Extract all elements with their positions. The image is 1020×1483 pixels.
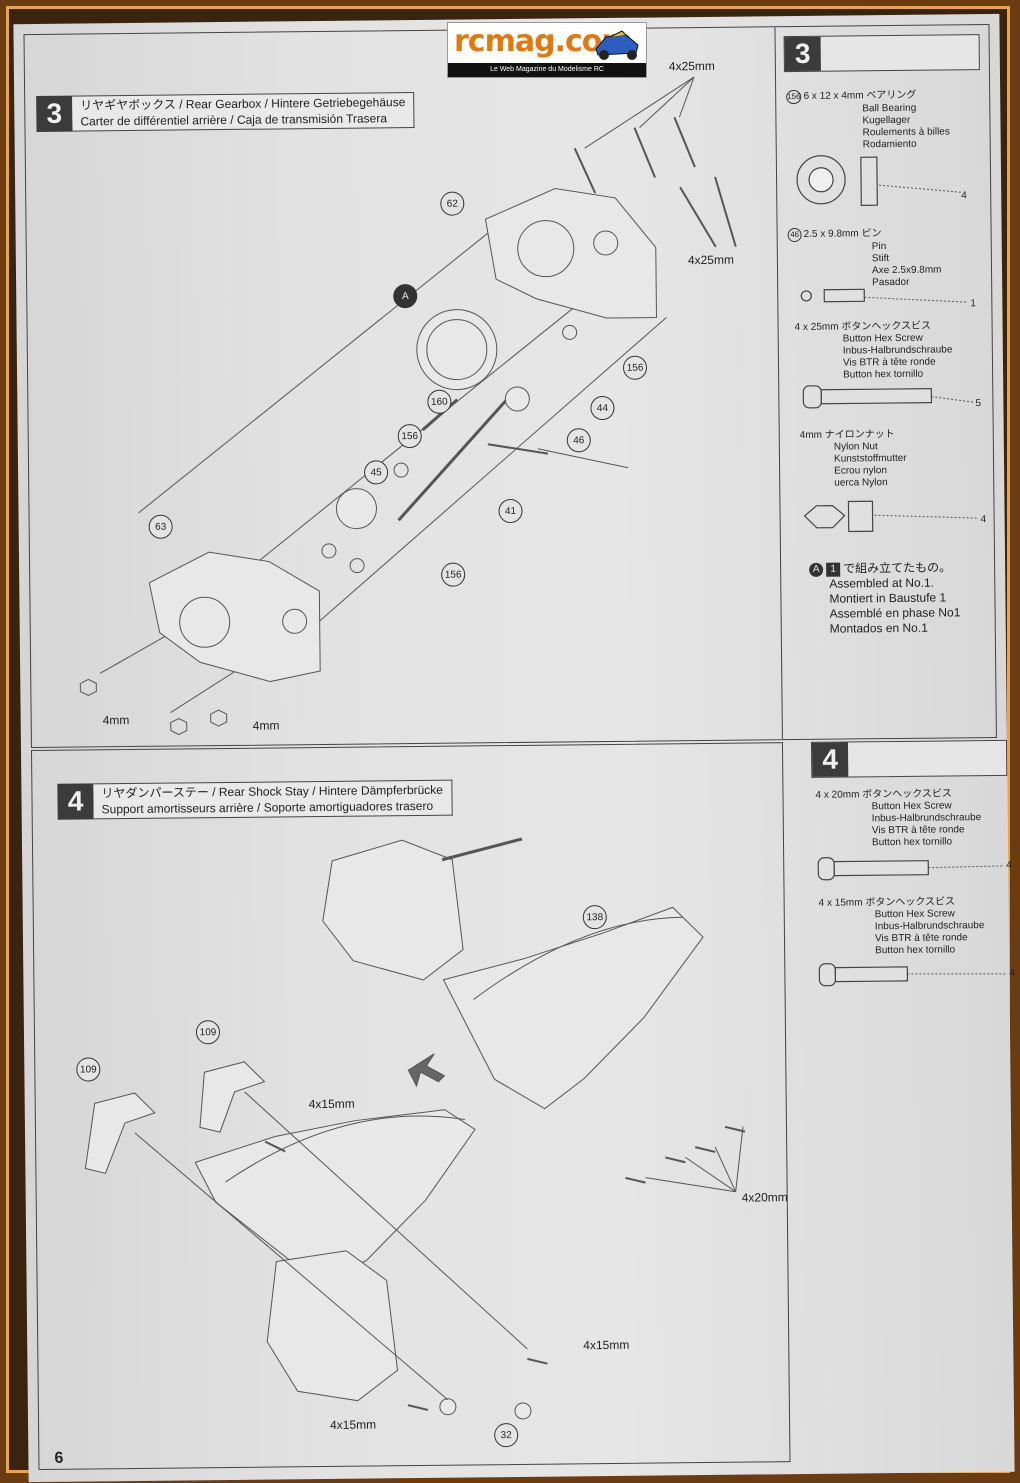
screw bbox=[673, 116, 696, 168]
shaft-160 bbox=[421, 398, 459, 432]
assembly-arrow bbox=[537, 448, 629, 469]
guide-line bbox=[244, 1091, 528, 1350]
gear-45 bbox=[335, 488, 377, 530]
shaft-41 bbox=[397, 398, 509, 522]
shock-stay-arch bbox=[225, 1115, 465, 1183]
qty-leader bbox=[928, 865, 1005, 869]
bearing-seat bbox=[593, 230, 619, 256]
shock-stay-138 bbox=[442, 906, 704, 1110]
logo-tagline: Le Web Magazine du Modelisme RC bbox=[448, 63, 646, 77]
screw bbox=[724, 1125, 746, 1133]
screw20-shank-illustration bbox=[833, 860, 929, 877]
manual-page: 3 リヤギヤボックス / Rear Gearbox / Hintere Getr… bbox=[13, 13, 1015, 1483]
screw bbox=[625, 1176, 646, 1184]
gearbox-assembly bbox=[322, 839, 464, 981]
spacer-32 bbox=[514, 1402, 532, 1420]
qty-leader bbox=[931, 396, 974, 403]
page-number: 6 bbox=[54, 1449, 64, 1467]
pin-end-illustration bbox=[800, 290, 812, 302]
screw20-head-illustration bbox=[817, 857, 835, 881]
guide-line bbox=[134, 1132, 449, 1401]
pinion-44 bbox=[504, 386, 530, 412]
bearing-illustration-bore bbox=[808, 167, 834, 193]
output-shaft bbox=[441, 837, 523, 862]
nut-face-illustration bbox=[803, 505, 846, 529]
dim-4x20-right: 4x20mm bbox=[741, 1190, 788, 1205]
leader-line bbox=[639, 76, 695, 129]
screw bbox=[407, 1404, 429, 1411]
photo-frame: 3 リヤギヤボックス / Rear Gearbox / Hintere Getr… bbox=[6, 6, 1015, 1483]
spacer-32 bbox=[439, 1398, 457, 1416]
screw15-shank-illustration bbox=[834, 966, 909, 983]
screw15-head-illustration bbox=[818, 963, 837, 987]
mount-109-right bbox=[199, 1061, 266, 1133]
bearing-156 bbox=[349, 558, 365, 574]
bearing-156 bbox=[321, 543, 337, 559]
step3-parts-illustrations bbox=[796, 155, 979, 533]
rcmag-logo: rcmag.com Le Web Magazine du Modelisme R… bbox=[447, 22, 647, 78]
screw-shank-illustration bbox=[820, 388, 933, 405]
gearbox-assembly-lower bbox=[266, 1250, 399, 1402]
bearing-156 bbox=[393, 462, 409, 478]
qty-leader bbox=[864, 296, 969, 303]
leader-line bbox=[678, 76, 695, 118]
step4-exploded-diagram bbox=[84, 837, 746, 1420]
leader-line bbox=[714, 1146, 737, 1192]
direction-arrow bbox=[407, 1053, 446, 1088]
leader-line bbox=[735, 1126, 744, 1192]
pin-46 bbox=[487, 443, 549, 455]
dim-4x15-bottom-right: 4x15mm bbox=[583, 1337, 630, 1353]
dim-4x15-mid: 4x15mm bbox=[308, 1096, 355, 1112]
pin-side-illustration bbox=[823, 288, 865, 303]
screw bbox=[527, 1357, 548, 1365]
nut bbox=[79, 678, 97, 697]
step4-parts-illustrations bbox=[817, 857, 1008, 987]
callout-109: 109 bbox=[76, 1057, 101, 1082]
bearing-seat bbox=[179, 596, 231, 648]
callout-109: 109 bbox=[195, 1020, 221, 1045]
dim-4x15-bottom-left: 4x15mm bbox=[330, 1417, 377, 1432]
screw bbox=[665, 1156, 686, 1164]
shock-stay-arch bbox=[473, 916, 683, 1000]
screw bbox=[573, 147, 597, 194]
screw bbox=[264, 1140, 286, 1153]
qty-leader bbox=[879, 184, 962, 193]
screw bbox=[679, 186, 717, 248]
guide-line bbox=[138, 218, 506, 514]
leader-line bbox=[645, 1177, 736, 1193]
shock-stay-assembled bbox=[194, 1109, 476, 1282]
rc-car-icon bbox=[595, 30, 639, 60]
nut bbox=[170, 717, 188, 736]
screw bbox=[694, 1146, 716, 1153]
bearing-156 bbox=[562, 324, 578, 340]
gearbox-half-62 bbox=[484, 188, 658, 319]
differential-gear bbox=[416, 309, 498, 391]
gearbox-half-63 bbox=[148, 551, 321, 683]
nut bbox=[210, 709, 228, 727]
nut-side-illustration bbox=[847, 500, 874, 533]
differential-gear-inner bbox=[426, 319, 488, 381]
bearing-side-illustration bbox=[860, 156, 878, 206]
mount-109-left bbox=[84, 1092, 156, 1174]
leader-line bbox=[685, 1156, 736, 1193]
bearing-seat bbox=[517, 220, 575, 278]
step3-exploded-diagram bbox=[79, 76, 737, 736]
bearing-seat bbox=[282, 608, 308, 634]
callout-32: 32 bbox=[494, 1422, 519, 1448]
guide-line bbox=[319, 317, 667, 622]
qty-leader bbox=[907, 973, 1008, 975]
qty-leader bbox=[874, 514, 979, 519]
screw bbox=[714, 176, 737, 247]
leader-line bbox=[584, 76, 695, 149]
screw bbox=[633, 127, 656, 178]
